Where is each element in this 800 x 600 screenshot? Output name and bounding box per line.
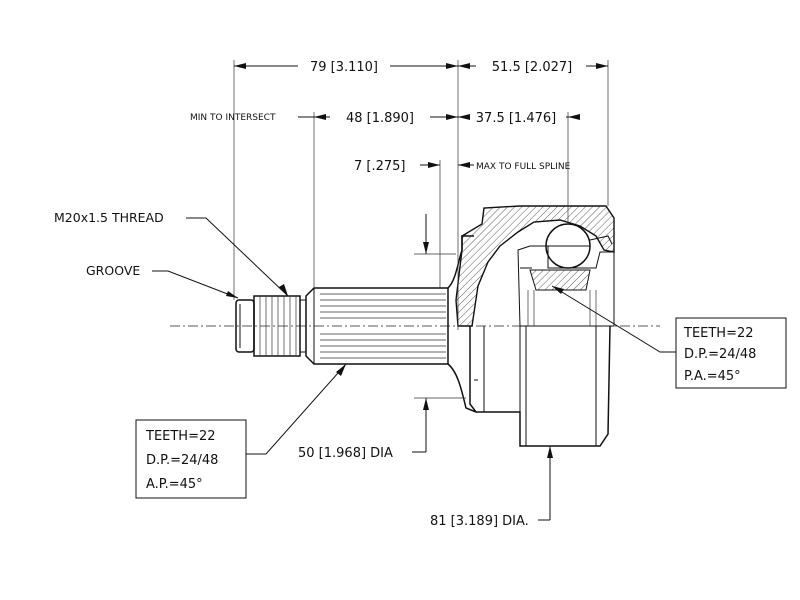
inner-spline-teeth: TEETH=22 xyxy=(683,326,754,341)
dim-seal-dia: 50 [1.968] DIA xyxy=(298,446,393,461)
outer-spline-angle: A.P.=45° xyxy=(146,477,203,492)
bell-housing-outside xyxy=(469,325,611,447)
outer-spline-teeth: TEETH=22 xyxy=(145,429,216,444)
note-max-to-full-spline: MAX TO FULL SPLINE xyxy=(476,162,571,172)
dim-overall-left: 79 [3.110] xyxy=(310,60,378,75)
dim-spline-length: 37.5 [1.476] xyxy=(476,111,556,126)
inner-spline-spec-box xyxy=(675,317,787,389)
dim-groove-offset: 7 [.275] xyxy=(354,159,406,174)
bell-housing-section xyxy=(455,205,615,327)
callout-leaders xyxy=(152,217,676,455)
note-min-to-intersect: MIN TO INTERSECT xyxy=(190,113,276,123)
outer-spline-spec-box xyxy=(135,419,247,499)
dim-outer-dia: 81 [3.189] DIA. xyxy=(430,514,529,529)
threaded-stub xyxy=(235,295,306,357)
outer-spline-dp: D.P.=24/48 xyxy=(146,453,218,468)
inner-spline-dp: D.P.=24/48 xyxy=(684,347,756,362)
callout-thread: M20x1.5 THREAD xyxy=(54,210,164,225)
part-geometry xyxy=(170,205,660,447)
dim-overall-right: 51.5 [2.027] xyxy=(492,60,572,75)
dimension-lines xyxy=(233,60,609,521)
dim-shaft-length: 48 [1.890] xyxy=(346,111,414,126)
inner-spline-angle: P.A.=45° xyxy=(684,369,741,384)
callout-groove: GROOVE xyxy=(86,263,140,278)
